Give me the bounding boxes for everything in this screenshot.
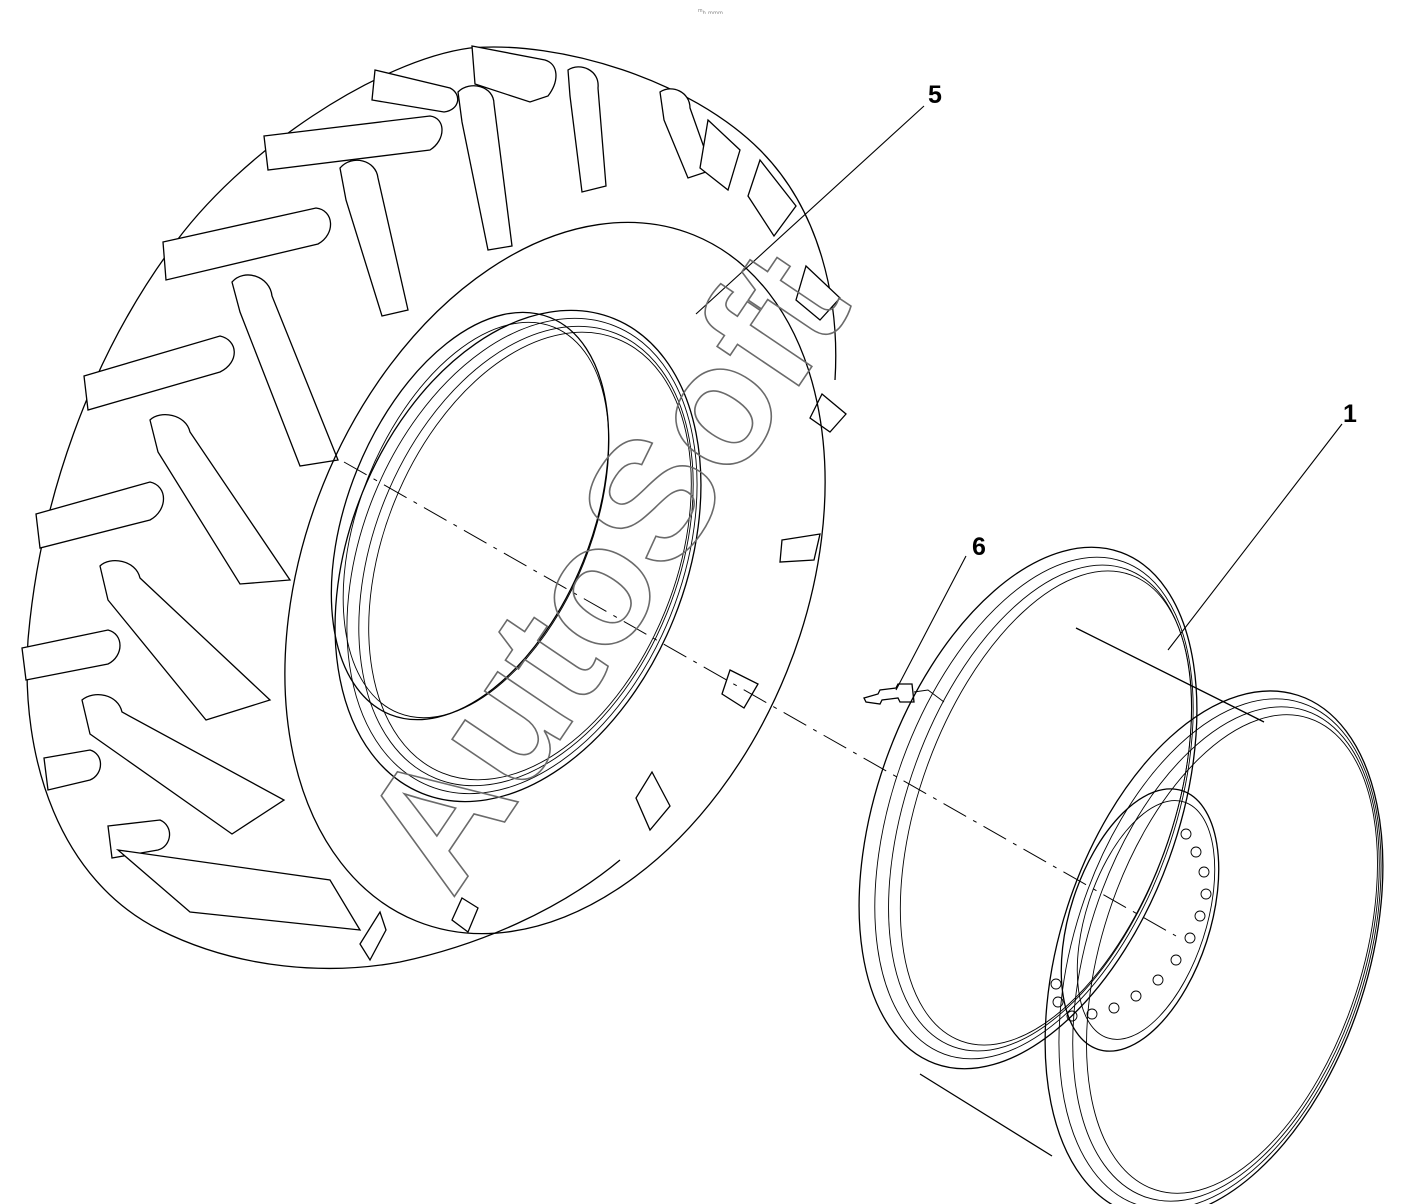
callout-1: 1 bbox=[1343, 400, 1357, 428]
assembly-axis bbox=[343, 461, 1177, 937]
callout-6: 6 bbox=[972, 533, 986, 561]
corner-note: ᵐₕ ₘₘₘ bbox=[698, 7, 723, 16]
leader-1 bbox=[1167, 423, 1343, 651]
wheel-rim-icon bbox=[858, 546, 1384, 1204]
leader-5 bbox=[695, 105, 925, 315]
tractor-tire-icon bbox=[21, 45, 847, 970]
bolt-holes bbox=[1050, 828, 1212, 1022]
callout-5: 5 bbox=[928, 81, 942, 109]
watermark: AutoSoft bbox=[325, 220, 884, 921]
leader-6 bbox=[895, 555, 967, 691]
tire-valve-icon bbox=[863, 683, 945, 705]
